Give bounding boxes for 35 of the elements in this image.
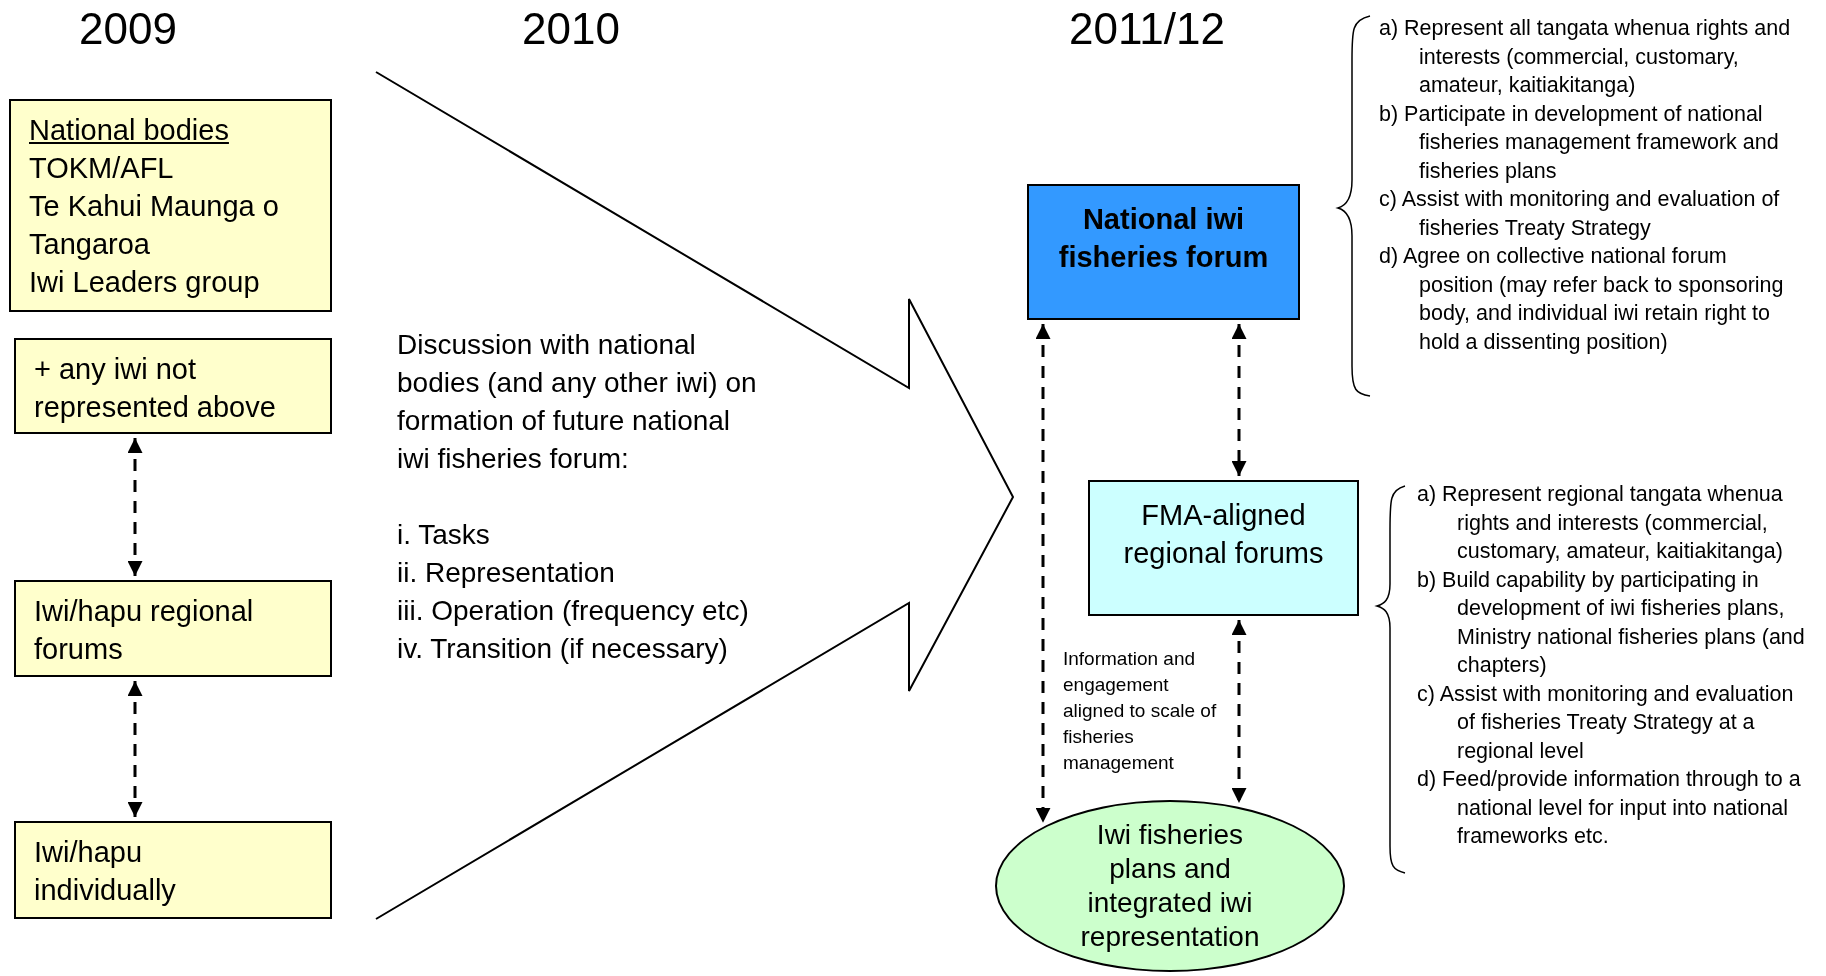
list-item-text: Te Kahui Maunga o Tangaroa <box>29 189 280 262</box>
year-heading: 2011/12 <box>1068 4 1226 54</box>
list-item-text: a) Represent regional tangata whenua rights and interests (commercial, customary, amateur, kaitiakitanga) <box>1417 481 1784 565</box>
process-box <box>14 338 332 434</box>
list-item-text: i. Tasks <box>397 518 491 552</box>
process-box <box>14 580 332 677</box>
node-text: Iwi fisheries plans and integrated iwi representation <box>1079 818 1261 954</box>
double-arrow <box>127 681 143 817</box>
double-arrow <box>1035 324 1051 823</box>
node-text: + any iwi not represented above <box>34 352 277 425</box>
list-item-text: Iwi Leaders group <box>29 265 261 300</box>
annotation-text: Information and engagement aligned to scale of fisheries management <box>1063 647 1218 775</box>
double-arrow <box>127 438 143 576</box>
process-box <box>1088 480 1359 616</box>
heading-text: National bodies <box>29 113 229 148</box>
double-arrow <box>1231 324 1247 476</box>
process-box <box>9 99 332 312</box>
list-item-text: TOKM/AFL <box>29 151 175 186</box>
node-text: FMA-aligned regional forums <box>1122 498 1325 571</box>
paragraph-text: Discussion with national bodies (and any other iwi) on formation of future national iwi fisheries forum: <box>397 328 758 476</box>
list-item-text: iii. Operation (frequency etc) <box>397 594 750 628</box>
double-arrow <box>1231 620 1247 803</box>
process-box <box>14 821 332 919</box>
list-item-text: b) Build capability by participating in development of iwi fisheries plans, Ministry national fisheries plans (and chapters) <box>1417 566 1806 679</box>
list-item-text: a) Represent all tangata whenua rights and interests (commercial, customary, amateur, kaitiakitanga) <box>1379 15 1791 99</box>
list-item-text: ii. Representation <box>397 556 616 590</box>
node-text: Iwi/hapu individually <box>34 835 177 908</box>
list-item-text: iv. Transition (if necessary) <box>397 632 729 666</box>
list-item-text: d) Feed/provide information through to a national level for input into national frameworks etc. <box>1417 766 1802 850</box>
node-text: Iwi/hapu regional forums <box>34 594 255 667</box>
year-heading: 2010 <box>521 4 621 54</box>
node-text: National iwi fisheries forum <box>1057 202 1270 275</box>
process-box <box>1027 184 1300 320</box>
list-item-text: d) Agree on collective national forum position (may refer back to sponsoring body, and individual iwi retain right to hold a dissenting position) <box>1379 243 1785 356</box>
year-heading: 2009 <box>78 4 178 54</box>
